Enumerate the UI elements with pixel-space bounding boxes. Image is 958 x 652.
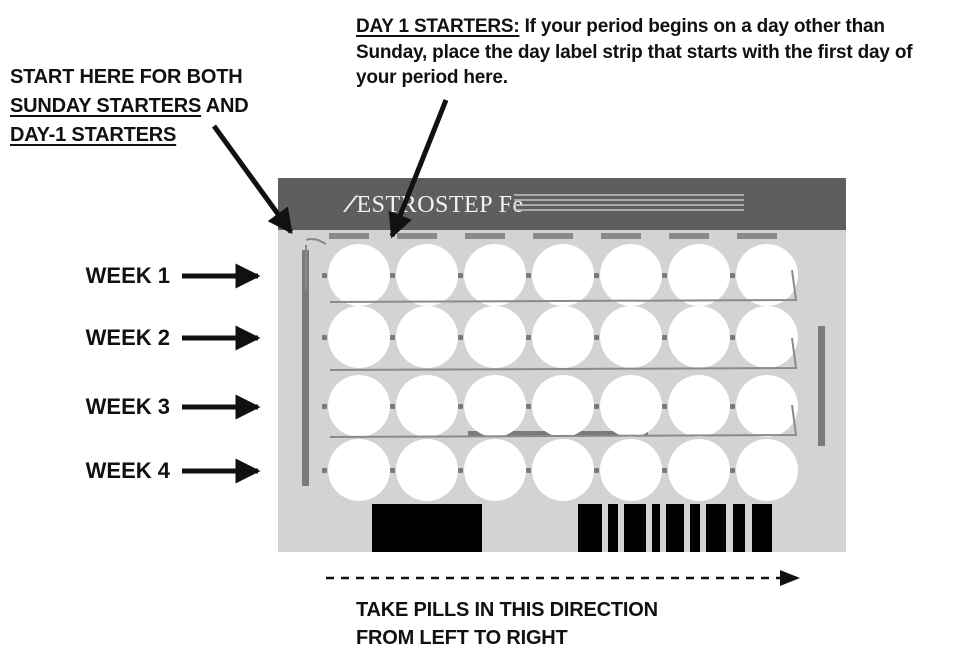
direction-arrowhead [780, 570, 800, 586]
pack-path-lines [306, 239, 796, 437]
day1-pointer-arrow [392, 100, 446, 236]
start-here-arrow [214, 126, 291, 232]
week-arrows [182, 276, 258, 471]
